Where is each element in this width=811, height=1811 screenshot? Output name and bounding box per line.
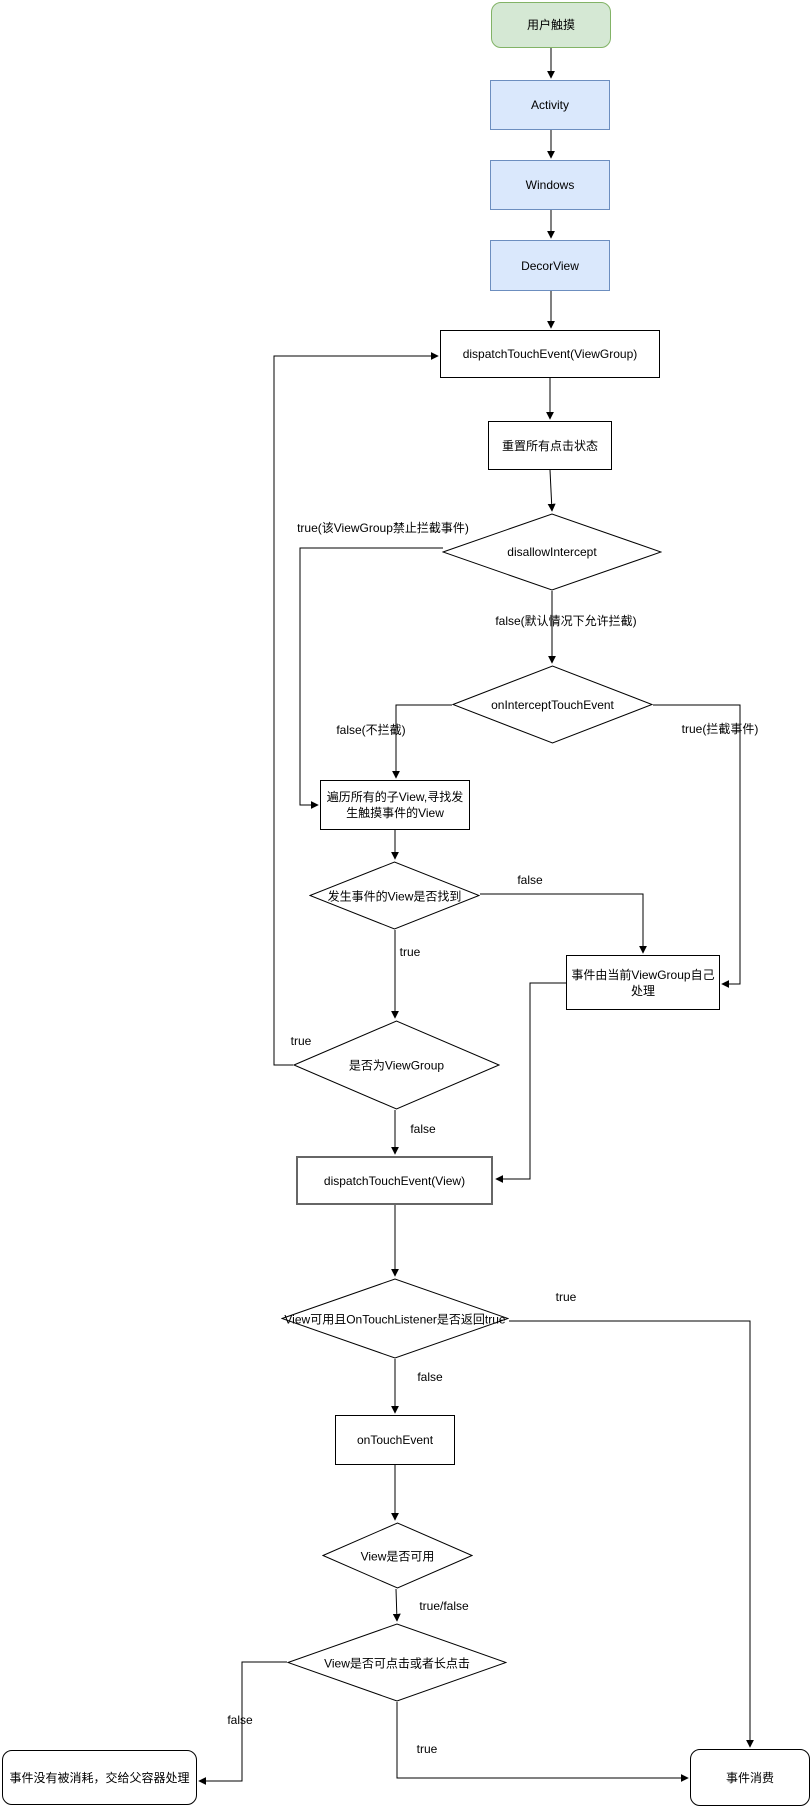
node-dispatch-touch-event-viewgroup: dispatchTouchEvent(ViewGroup) [440, 330, 660, 378]
edge-onintercept-true-selfhandle [653, 704, 741, 988]
node-dispatch-touch-event-viewgroup-label: dispatchTouchEvent(ViewGroup) [462, 347, 638, 361]
edge-label-disallow-true: true(该ViewGroup禁止拦截事件) [297, 521, 469, 535]
decision-disallow-intercept: disallowIntercept [442, 513, 662, 591]
diamond-shape [322, 1522, 473, 1589]
decision-view-enabled-label: View是否可用 [360, 1549, 435, 1563]
node-dispatch-touch-event-view-label: dispatchTouchEvent(View) [323, 1173, 466, 1188]
node-on-touch-event-label: onTouchEvent [356, 1433, 434, 1447]
diamond-shape [281, 1278, 509, 1359]
edge-label-intercept-false: false(不拦截) [336, 723, 406, 737]
node-event-consumed: 事件消费 [690, 1749, 810, 1806]
decision-on-touch-listener-label: View可用且OnTouchListener是否返回true [284, 1312, 506, 1326]
node-on-touch-event: onTouchEvent [335, 1415, 455, 1465]
node-windows: Windows [490, 160, 610, 210]
node-viewgroup-self-handle-label: 事件由当前ViewGroup自己处理 [571, 967, 715, 998]
decision-view-enabled: View是否可用 [322, 1522, 473, 1589]
node-user-touch-label: 用户触摸 [526, 18, 575, 32]
diamond-shape [452, 665, 653, 744]
edge-onintercept-false-traverse [392, 704, 452, 779]
node-decorview-label: DecorView [521, 258, 579, 273]
node-activity: Activity [490, 80, 610, 130]
decision-view-found-label: 发生事件的View是否找到 [327, 889, 462, 903]
node-traverse-children: 遍历所有的子View,寻找发生触摸事件的View [320, 780, 470, 830]
decision-view-clickable: View是否可点击或者长点击 [287, 1623, 507, 1702]
diamond-shape [293, 1020, 500, 1110]
edge-clickable-false-notconsumed [198, 1661, 287, 1785]
node-reset-click-state-label: 重置所有点击状态 [501, 438, 598, 453]
node-activity-label: Activity [530, 98, 569, 112]
decision-is-viewgroup-label: 是否为ViewGroup [348, 1058, 445, 1073]
decision-on-touch-listener: View可用且OnTouchListener是否返回true [281, 1278, 509, 1359]
decision-view-clickable-label: View是否可点击或者长点击 [324, 1656, 470, 1670]
node-traverse-children-label: 遍历所有的子View,寻找发生触摸事件的View [326, 790, 464, 820]
node-decorview: DecorView [490, 240, 610, 291]
node-dispatch-touch-event-view: dispatchTouchEvent(View) [296, 1156, 493, 1205]
node-event-not-consumed-label: 事件没有被消耗，交给父容器处理 [9, 1770, 190, 1785]
decision-on-intercept-touch-event: onInterceptTouchEvent [452, 665, 653, 744]
node-reset-click-state: 重置所有点击状态 [488, 421, 612, 470]
edge-disallow-true-traverse [299, 547, 443, 809]
edge-label-clickable-true: true [416, 1742, 438, 1756]
diamond-shape [442, 513, 662, 591]
edge-listener-true-consumed [509, 1320, 754, 1748]
edge-label-is-viewgroup-true: true [290, 1034, 312, 1048]
node-viewgroup-self-handle: 事件由当前ViewGroup自己处理 [566, 955, 720, 1010]
edge-label-enabled-result: true/false [419, 1599, 469, 1613]
decision-is-viewgroup: 是否为ViewGroup [293, 1020, 500, 1110]
diamond-shape [287, 1623, 507, 1702]
decision-on-intercept-touch-event-label: onInterceptTouchEvent [491, 697, 614, 712]
edge-label-listener-false: false [417, 1370, 443, 1384]
node-event-consumed-label: 事件消费 [725, 1770, 774, 1785]
edge-clickable-true-consumed [396, 1702, 689, 1782]
edge-label-listener-true: true [555, 1290, 577, 1304]
edge-enabled-clickable [392, 1588, 401, 1622]
decision-disallow-intercept-label: disallowIntercept [507, 545, 597, 559]
edge-reset-disallow [547, 469, 556, 512]
edge-selfhandle-dispatchview [495, 982, 566, 1183]
edge-label-is-viewgroup-false: false [410, 1122, 436, 1136]
diamond-shape [309, 861, 480, 930]
edge-label-clickable-false: false [227, 1713, 253, 1727]
edge-label-found-false: false [517, 873, 543, 887]
edge-found-false-selfhandle [480, 893, 647, 954]
edge-label-found-true: true [399, 945, 421, 959]
node-event-not-consumed: 事件没有被消耗，交给父容器处理 [2, 1750, 197, 1805]
edge-label-disallow-false: false(默认情况下允许拦截) [495, 614, 637, 628]
node-windows-label: Windows [525, 178, 575, 192]
edge-isviewgroup-true-dispatchvg [273, 352, 439, 1066]
node-user-touch: 用户触摸 [491, 2, 611, 48]
decision-view-found: 发生事件的View是否找到 [309, 861, 480, 930]
edge-label-intercept-true: true(拦截事件) [681, 722, 759, 736]
